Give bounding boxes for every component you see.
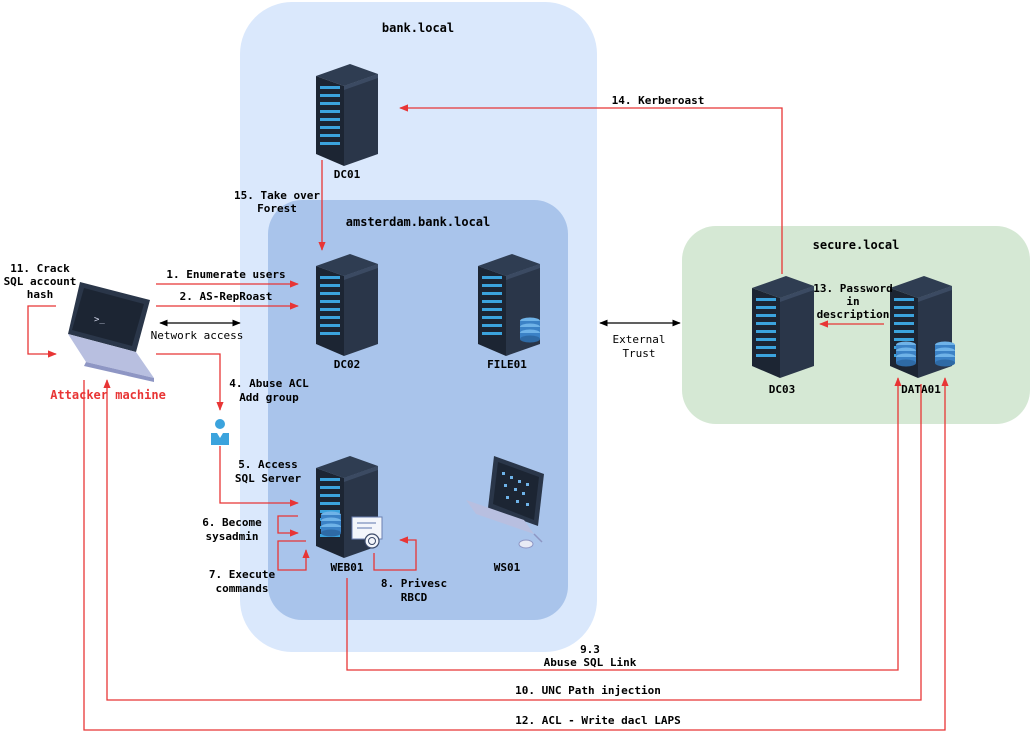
edge-8-privesc-rbcd bbox=[373, 536, 417, 571]
certificate-icon bbox=[351, 516, 383, 549]
label-step-15a: 15. Take over bbox=[234, 189, 320, 202]
label-step-11b: SQL account bbox=[4, 275, 77, 288]
edge-5-access-sql bbox=[219, 446, 299, 507]
dc01-server-icon[interactable] bbox=[316, 64, 378, 166]
label-step-8a: 8. Privesc bbox=[381, 577, 447, 590]
web01-database-icon bbox=[321, 511, 341, 537]
label-step-13c: description bbox=[817, 308, 890, 321]
edge-9-sql-link bbox=[346, 377, 902, 671]
dc02-server-icon[interactable] bbox=[316, 254, 378, 356]
label-step-4a: 4. Abuse ACL bbox=[229, 377, 309, 390]
zone-label-amsterdam: amsterdam.bank.local bbox=[346, 215, 491, 229]
label-trust-a: External bbox=[613, 333, 666, 346]
zone-label-bank: bank.local bbox=[382, 21, 454, 35]
label-step-11c: hash bbox=[27, 288, 54, 301]
ws01-workstation-icon[interactable] bbox=[466, 456, 544, 549]
label-step-5b: SQL Server bbox=[235, 472, 302, 485]
edge-6-become-sysadmin bbox=[277, 515, 299, 537]
label-attacker: Attacker machine bbox=[50, 388, 166, 402]
label-ws01: WS01 bbox=[494, 561, 521, 574]
edge-14-kerberoast bbox=[399, 104, 783, 274]
label-step-13b: in bbox=[846, 295, 859, 308]
label-step-11a: 11. Crack bbox=[10, 262, 70, 275]
data01-database-icon-2 bbox=[935, 341, 955, 367]
label-trust-b: Trust bbox=[622, 347, 655, 360]
svg-text:>_: >_ bbox=[94, 315, 105, 325]
label-web01: WEB01 bbox=[330, 561, 363, 574]
edge-11-crack-hash bbox=[27, 305, 57, 358]
label-step-4b: Add group bbox=[239, 391, 299, 404]
label-network-access: Network access bbox=[151, 329, 244, 342]
attacker-laptop-icon[interactable]: >_ bbox=[68, 282, 154, 382]
label-step-9a: 9.3 bbox=[580, 643, 600, 656]
label-step-7a: 7. Execute bbox=[209, 568, 276, 581]
label-step-2: 2. AS-RepRoast bbox=[180, 290, 273, 303]
label-step-13a: 13. Password bbox=[813, 282, 892, 295]
label-step-8b: RBCD bbox=[401, 591, 428, 604]
edge-12-acl-laps bbox=[83, 377, 949, 731]
label-step-10: 10. UNC Path injection bbox=[515, 684, 661, 697]
label-dc02: DC02 bbox=[334, 358, 361, 371]
label-step-12: 12. ACL - Write dacl LAPS bbox=[515, 714, 681, 727]
secure-local-zone bbox=[682, 226, 1030, 424]
zone-label-secure: secure.local bbox=[813, 238, 900, 252]
label-step-6b: sysadmin bbox=[206, 530, 259, 543]
label-file01: FILE01 bbox=[487, 358, 527, 371]
label-step-9b: Abuse SQL Link bbox=[544, 656, 637, 669]
file01-database-icon bbox=[520, 317, 540, 343]
label-step-15b: Forest bbox=[257, 202, 297, 215]
label-step-1: 1. Enumerate users bbox=[166, 268, 285, 281]
edge-4-abuse-acl bbox=[156, 353, 224, 411]
user-icon bbox=[211, 419, 229, 445]
label-dc01: DC01 bbox=[334, 168, 361, 181]
label-step-7b: commands bbox=[216, 582, 269, 595]
label-dc03: DC03 bbox=[769, 383, 796, 396]
dc03-server-icon[interactable] bbox=[752, 276, 814, 378]
edge-10-unc-path bbox=[103, 379, 922, 701]
edge-7-execute bbox=[277, 540, 310, 571]
label-step-6a: 6. Become bbox=[202, 516, 262, 529]
label-step-5a: 5. Access bbox=[238, 458, 298, 471]
data01-database-icon-1 bbox=[896, 341, 916, 367]
label-step-14: 14. Kerberoast bbox=[612, 94, 705, 107]
